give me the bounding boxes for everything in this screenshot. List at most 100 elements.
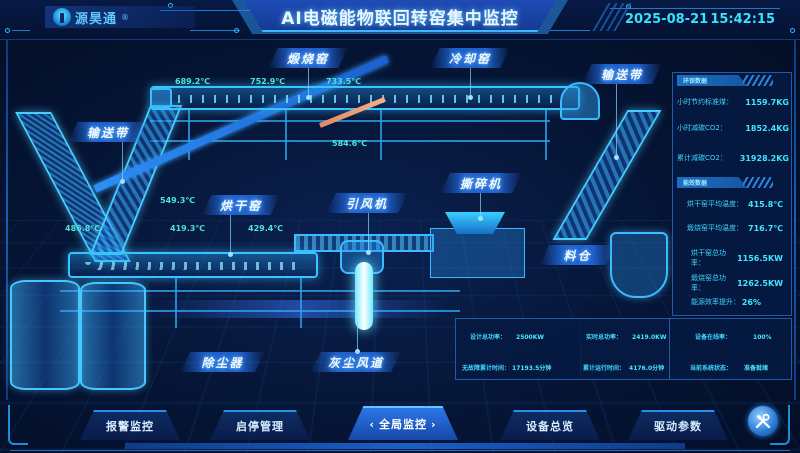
circuit-dot xyxy=(790,28,795,33)
stripe-decoration xyxy=(743,177,773,188)
energy-row: 烘干窑平均温度：415.8℃ xyxy=(677,199,789,209)
row-value: 716.7℃ xyxy=(748,223,783,233)
stat-fault-free-time: 无故障累计时间：17193.5分钟 xyxy=(462,363,551,372)
temp-reading: 689.2℃ xyxy=(175,77,210,86)
label-dust-collector[interactable]: 除尘器 xyxy=(180,352,265,372)
label-calcining-kiln[interactable]: 煅烧窑 xyxy=(268,48,348,68)
logo-icon xyxy=(53,8,71,26)
stat-label: 当前系统状态： xyxy=(690,365,733,372)
nav-label: 全局监控 xyxy=(379,418,427,431)
row-label: 小时节约标准煤： xyxy=(677,98,733,106)
nav-start-stop-management[interactable]: 启停管理 xyxy=(210,410,310,440)
label-induced-fan[interactable]: 引风机 xyxy=(326,193,408,213)
label-cooling-kiln[interactable]: 冷却窑 xyxy=(430,48,510,68)
kiln-motor xyxy=(150,88,172,108)
label-text: 冷却窑 xyxy=(448,51,491,66)
right-data-panel: 环保数据 小时节约标准煤： 1159.7KG 小时减碳CO2：1852.4KG 累… xyxy=(672,72,792,316)
row-value: 31928.2KG xyxy=(739,153,789,163)
section-title: 能效数据 xyxy=(683,180,708,187)
label-drying-kiln[interactable]: 烘干窑 xyxy=(202,195,280,215)
temp-reading: 733.5℃ xyxy=(326,77,361,86)
env-row: 小时节约标准煤： 1159.7KG xyxy=(677,97,789,107)
label-dust-duct[interactable]: 灰尘风道 xyxy=(310,352,402,372)
frame-post xyxy=(545,110,547,160)
stat-online-rate: 设备在线率：100% xyxy=(695,332,772,341)
energy-row: 煅烧窑平均温度： 716.7℃ xyxy=(677,223,789,233)
stat-label: 无故障累计时间： xyxy=(462,365,511,372)
label-text: 灰尘风道 xyxy=(327,355,384,370)
dust-collector-tank-1 xyxy=(10,280,80,390)
dust-collector-tank-2 xyxy=(80,282,146,390)
energy-section-header: 能效数据 xyxy=(677,177,747,188)
label-text: 烘干窑 xyxy=(219,198,262,213)
label-text: 煅烧窑 xyxy=(286,51,329,66)
section-title: 环保数据 xyxy=(683,78,708,85)
frame-beam xyxy=(60,310,460,312)
circuit-line xyxy=(12,30,30,31)
bottom-navigation: 报警监控 启停管理 ‹ 全局监控 › 设备总览 驱动参数 xyxy=(0,400,800,453)
settings-tools-button[interactable] xyxy=(748,406,778,436)
row-label: 煅烧窑平均温度： xyxy=(687,224,743,232)
stat-value: 100% xyxy=(753,334,772,341)
nav-drive-parameters[interactable]: 驱动参数 xyxy=(628,410,728,440)
stat-value: 17193.5分钟 xyxy=(512,365,552,372)
row-label: 煅烧窑总功率： xyxy=(691,274,726,292)
fan-inlet-pipe xyxy=(294,234,434,252)
nav-label: 报警监控 xyxy=(106,420,154,433)
frame-beam xyxy=(150,140,550,142)
row-value: 1852.4KG xyxy=(745,123,789,133)
material-silo xyxy=(610,232,668,298)
env-section-header: 环保数据 xyxy=(677,75,747,86)
label-pin xyxy=(614,84,619,160)
frame-post xyxy=(175,278,177,328)
env-row: 小时减碳CO2：1852.4KG xyxy=(677,123,789,133)
frame-post xyxy=(300,278,302,328)
dust-duct-pipe xyxy=(355,262,373,330)
row-value: 1159.7KG xyxy=(745,97,789,107)
stat-design-power: 设计总功率：2500KW xyxy=(470,332,544,341)
label-pin xyxy=(355,322,360,354)
registered-mark: ® xyxy=(121,12,130,22)
label-shredder[interactable]: 撕碎机 xyxy=(440,173,522,193)
frame-corner xyxy=(770,405,790,445)
frame-post xyxy=(188,110,190,160)
circuit-line xyxy=(610,8,780,9)
label-pin xyxy=(306,68,311,100)
nav-base-bar xyxy=(125,443,685,449)
nav-global-monitoring[interactable]: ‹ 全局监控 › xyxy=(348,406,458,440)
nav-alarm-monitoring[interactable]: 报警监控 xyxy=(80,410,180,440)
nav-label: 驱动参数 xyxy=(654,420,702,433)
row-value: 1156.5KW xyxy=(737,253,783,263)
label-silo[interactable]: 料仓 xyxy=(540,245,615,265)
label-pin xyxy=(468,68,473,100)
row-value: 415.8℃ xyxy=(748,199,783,209)
discharge-hood xyxy=(560,82,600,120)
circuit-line xyxy=(190,30,240,31)
temp-reading: 752.9℃ xyxy=(250,77,285,86)
label-conveyor-left[interactable]: 输送带 xyxy=(68,122,148,142)
row-value: 1262.5KW xyxy=(737,278,783,288)
temp-reading: 549.3℃ xyxy=(160,196,195,205)
env-row: 累计减碳CO2：31928.2KG xyxy=(677,153,789,163)
label-text: 引风机 xyxy=(345,196,388,211)
label-text: 除尘器 xyxy=(201,355,244,370)
label-conveyor-right[interactable]: 输送带 xyxy=(582,64,662,84)
frame-corner xyxy=(8,405,28,445)
stat-value: 准备就绪 xyxy=(744,365,769,372)
energy-row: 煅烧窑总功率： 1262.5KW xyxy=(677,273,789,293)
circuit-dot xyxy=(5,28,10,33)
frame-beam xyxy=(150,120,550,122)
temp-reading: 429.4℃ xyxy=(248,224,283,233)
date-text: 2025-08-21 xyxy=(625,11,709,27)
circuit-dot xyxy=(234,28,239,33)
nav-equipment-overview[interactable]: 设备总览 xyxy=(500,410,600,440)
stat-total-runtime: 累计运行时间：4176.0分钟 xyxy=(583,363,664,372)
brand-logo: 源昊通 ® xyxy=(45,6,195,28)
shredder-unit xyxy=(430,228,525,278)
chevron-right-icon: › xyxy=(431,417,437,431)
label-text: 料仓 xyxy=(563,248,592,263)
tools-icon xyxy=(755,413,771,429)
nav-base-line xyxy=(10,450,790,451)
right-frame-line xyxy=(794,40,796,400)
